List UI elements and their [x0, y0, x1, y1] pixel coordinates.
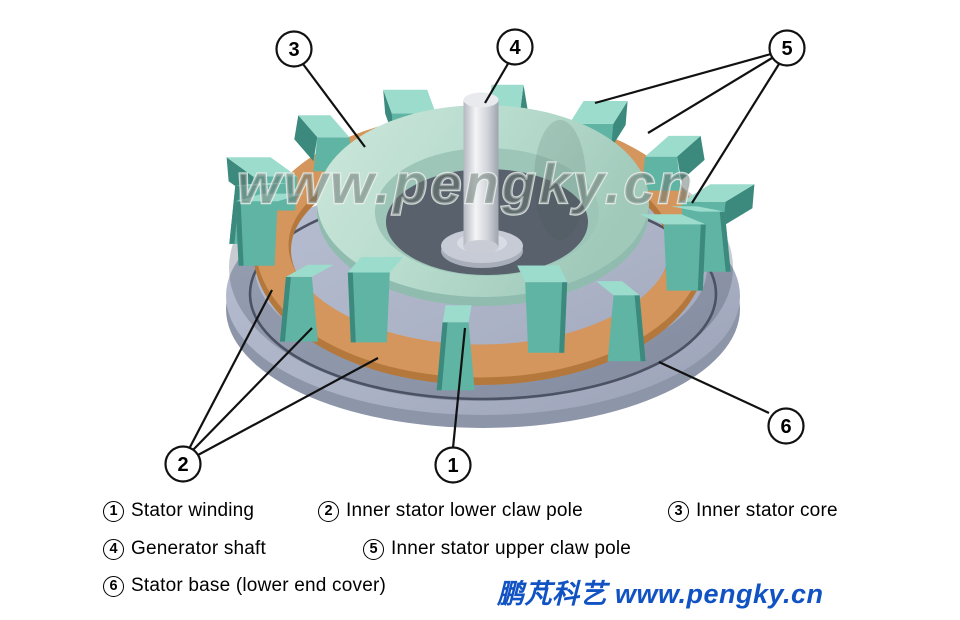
brand-text: 鹏芃科艺 www.pengky.cn — [497, 579, 824, 609]
svg-text:1: 1 — [447, 455, 458, 477]
upper-claw-pole — [639, 214, 706, 291]
watermark-text: www.pengky.cn — [237, 152, 695, 215]
lower-claw-pole — [596, 281, 646, 362]
legend-item-generator-shaft: 4 Generator shaft — [103, 538, 266, 560]
upper-claw-pole — [517, 265, 568, 353]
legend-item-inner-stator-core: 3 Inner stator core — [668, 500, 838, 522]
legend-item-stator-winding: 1 Stator winding — [103, 500, 254, 522]
callout-2: 2 — [164, 445, 202, 483]
callout-lines — [188, 52, 780, 456]
generator-shaft — [463, 92, 499, 254]
legend-label-3: Inner stator core — [696, 500, 838, 521]
callout-4: 4 — [496, 28, 534, 66]
svg-text:2: 2 — [177, 454, 188, 476]
lower-claw-pole — [436, 305, 475, 391]
svg-text:6: 6 — [780, 416, 791, 438]
legend-num-5: 5 — [363, 538, 384, 560]
callout-bubbles: 3 4 5 2 1 6 — [164, 28, 806, 484]
lower-claw-pole — [641, 135, 705, 191]
svg-text:5: 5 — [781, 38, 792, 60]
legend-label-6: Stator base (lower end cover) — [131, 575, 387, 596]
lower-claw-pole — [279, 264, 334, 342]
legend-num-6: 6 — [103, 575, 124, 597]
callout-1: 1 — [434, 446, 472, 484]
svg-text:4: 4 — [509, 37, 521, 59]
legend-label-2: Inner stator lower claw pole — [346, 500, 583, 521]
upper-claw-pole — [347, 257, 404, 343]
legend-num-4: 4 — [103, 538, 124, 560]
callout-6: 6 — [767, 407, 805, 445]
legend-num-3: 3 — [668, 500, 689, 522]
callout-5: 5 — [768, 29, 806, 67]
legend-num-1: 1 — [103, 500, 124, 522]
legend-label-1: Stator winding — [131, 500, 255, 521]
legend-item-stator-base: 6 Stator base (lower end cover) — [103, 575, 386, 597]
callout-3: 3 — [275, 30, 313, 68]
svg-text:3: 3 — [288, 39, 299, 61]
upper-claw-pole — [235, 193, 305, 266]
legend-item-upper-claw-pole: 5 Inner stator upper claw pole — [363, 538, 631, 560]
legend-item-lower-claw-pole: 2 Inner stator lower claw pole — [318, 500, 583, 522]
legend-num-2: 2 — [318, 500, 339, 522]
claw-poles-front — [229, 183, 731, 391]
legend-label-4: Generator shaft — [131, 538, 267, 559]
legend-label-5: Inner stator upper claw pole — [391, 538, 632, 559]
